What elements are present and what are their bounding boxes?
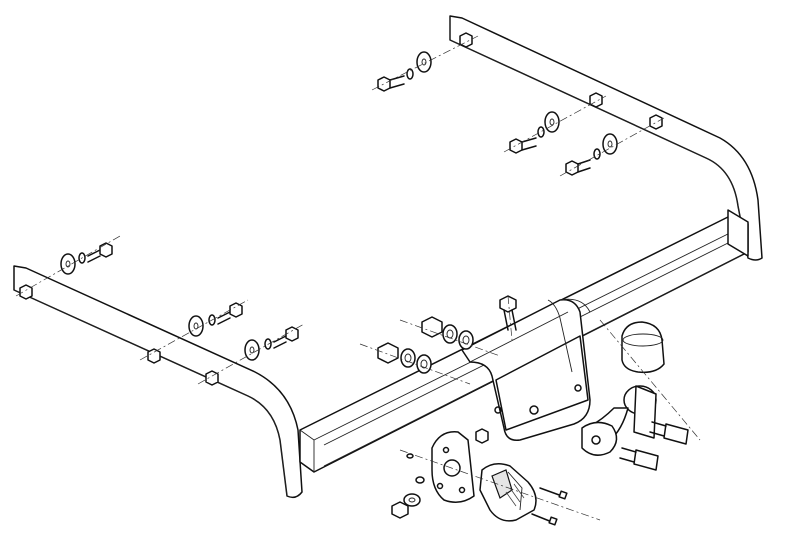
bolt — [565, 159, 591, 176]
bolt — [273, 326, 299, 349]
right-side-plate — [449, 15, 763, 261]
ball-cap — [621, 321, 665, 374]
spring-washer — [406, 68, 414, 80]
bolt — [377, 75, 405, 92]
tow-ball — [581, 385, 657, 456]
bolt — [87, 242, 113, 263]
nut — [475, 428, 489, 444]
bolt — [509, 137, 537, 154]
nut — [459, 32, 473, 48]
center-bracket — [461, 298, 591, 441]
bolt — [649, 421, 689, 445]
spring-washer — [537, 126, 545, 138]
nut — [391, 501, 409, 519]
bolt — [539, 487, 568, 500]
bolt — [619, 447, 659, 471]
washer — [400, 348, 416, 368]
nut — [377, 342, 399, 364]
washer — [244, 339, 260, 361]
socket-plate — [431, 431, 475, 503]
nut — [205, 370, 219, 386]
washer — [458, 330, 474, 350]
nut — [147, 348, 161, 364]
nut — [19, 284, 33, 300]
washer — [544, 111, 560, 133]
left-side-plate — [13, 265, 303, 499]
washer — [416, 51, 432, 73]
electrical-socket — [479, 463, 537, 522]
bolt — [531, 513, 558, 526]
nut — [421, 316, 443, 338]
spring-washer — [593, 148, 601, 160]
washer — [406, 453, 414, 459]
nut — [589, 92, 603, 108]
washer — [415, 476, 425, 484]
bolt — [217, 302, 243, 325]
washer — [403, 493, 421, 507]
washer — [442, 324, 458, 344]
washer — [60, 253, 76, 275]
washer — [416, 354, 432, 374]
nut — [649, 114, 663, 130]
